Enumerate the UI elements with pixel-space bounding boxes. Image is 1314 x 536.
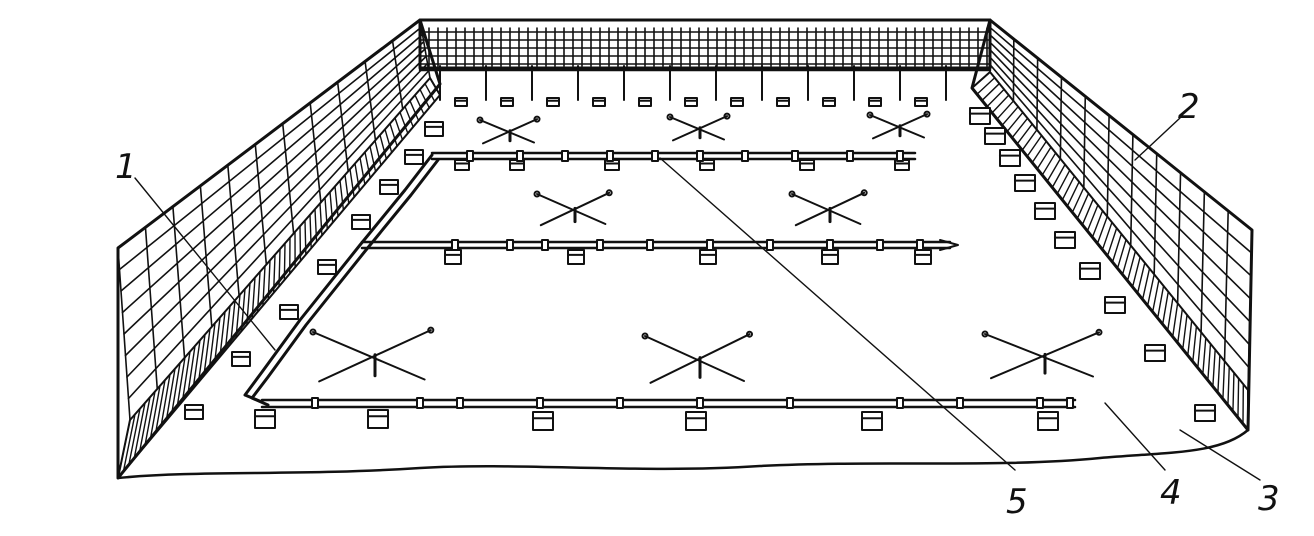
pipe-coupling [456, 397, 464, 409]
sprinkler-x [641, 330, 753, 384]
pipe-coupling [451, 239, 459, 251]
sprinkler-x [533, 189, 613, 227]
sprinkler-x [866, 110, 931, 140]
callout-4: 4 [1160, 473, 1182, 513]
callout-5: 5 [1006, 482, 1028, 522]
pipe-coupling [696, 150, 704, 162]
pipe-coupling [791, 150, 799, 162]
left-fence [116, 18, 442, 480]
pipe-coupling [876, 239, 884, 251]
supply-pipeline [243, 153, 440, 407]
callout-1: 1 [115, 147, 137, 187]
support-block [914, 97, 928, 107]
callout-2: 2 [1178, 87, 1200, 127]
pipe-coupling [646, 239, 654, 251]
support-block [424, 121, 444, 137]
support-block [317, 259, 337, 275]
support-block [351, 214, 371, 230]
support-block [454, 159, 470, 171]
support-block [868, 97, 882, 107]
pipe-coupling [651, 150, 659, 162]
pipe-coupling [596, 239, 604, 251]
support-block [730, 97, 744, 107]
sprinkler-x [981, 328, 1103, 380]
pipe-coupling [311, 397, 319, 409]
support-block [184, 404, 204, 420]
support-block [444, 249, 462, 265]
pipe-coupling [516, 150, 524, 162]
support-block [231, 351, 251, 367]
support-block [799, 159, 815, 171]
pipe-coupling [896, 397, 904, 409]
support-block [684, 97, 698, 107]
support-block [1014, 174, 1036, 192]
ground-front-edge [116, 428, 1250, 480]
lateral-pipe-back [430, 151, 917, 161]
sprinkler-x [666, 112, 731, 142]
pipe-coupling [916, 239, 924, 251]
support-block [1194, 404, 1216, 422]
support-block [999, 149, 1021, 167]
support-block [699, 249, 717, 265]
pipe-coupling [606, 150, 614, 162]
support-block [685, 411, 707, 431]
sprinkler-x [476, 115, 541, 145]
leader-lines [134, 117, 1261, 481]
lateral-pipe-middle [360, 240, 952, 250]
back-fence [418, 18, 992, 101]
sprinkler-x [309, 326, 435, 383]
pipe-coupling [741, 150, 749, 162]
support-block [822, 97, 836, 107]
support-block [454, 97, 468, 107]
pipe-coupling [1036, 397, 1044, 409]
pipe-coupling [706, 239, 714, 251]
support-block [969, 107, 991, 125]
support-block [1144, 344, 1166, 362]
support-block [1037, 411, 1059, 431]
flow-arrow [939, 239, 959, 251]
support-block [279, 304, 299, 320]
pipe-coupling [506, 239, 514, 251]
support-block [567, 249, 585, 265]
callout-3: 3 [1258, 479, 1280, 519]
support-block [861, 411, 883, 431]
support-block [592, 97, 606, 107]
pipe-coupling [536, 397, 544, 409]
support-block [984, 127, 1006, 145]
pipe-coupling [846, 150, 854, 162]
pipe-coupling [416, 397, 424, 409]
support-block [821, 249, 839, 265]
support-block [776, 97, 790, 107]
pipe-coupling [466, 150, 474, 162]
pipe-coupling [766, 239, 774, 251]
sprinkler-x [788, 189, 868, 227]
pipe-coupling [616, 397, 624, 409]
pipe-coupling [956, 397, 964, 409]
support-block [404, 149, 424, 165]
support-block [1034, 202, 1056, 220]
support-block [914, 249, 932, 265]
support-block [1104, 296, 1126, 314]
pipe-coupling [1066, 397, 1074, 409]
support-block [546, 97, 560, 107]
support-block [699, 159, 715, 171]
pipe-coupling [826, 239, 834, 251]
support-block [367, 409, 389, 429]
pipe-coupling [561, 150, 569, 162]
pipe-coupling [696, 397, 704, 409]
support-block [379, 179, 399, 195]
support-block [1054, 231, 1076, 249]
pipe-coupling [786, 397, 794, 409]
support-block [1079, 262, 1101, 280]
pipe-coupling [896, 150, 904, 162]
support-block [638, 97, 652, 107]
pipe-coupling [541, 239, 549, 251]
lateral-pipe-front [260, 398, 1077, 409]
support-block [500, 97, 514, 107]
support-block [532, 411, 554, 431]
support-block [254, 409, 276, 429]
